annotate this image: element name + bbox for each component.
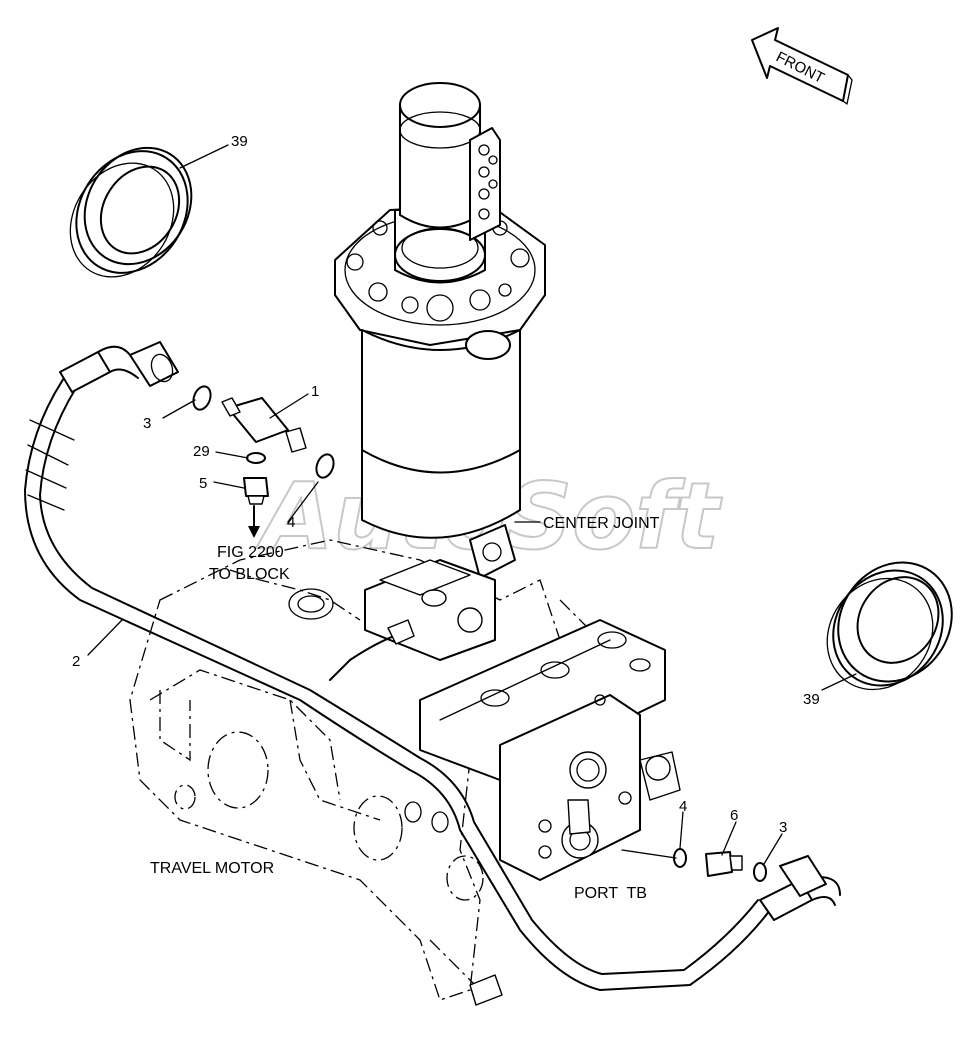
callout-39-top: 39 [231,133,248,150]
travel-motor-label: TRAVEL MOTOR [150,860,274,877]
hose-assembly [24,341,841,1006]
callout-3-right: 3 [779,819,787,836]
ring-seal-right [826,561,953,691]
callout-3-left: 3 [143,415,151,432]
fig-ref-arrow-head [248,526,260,538]
pilot-line [329,619,415,681]
o-ring-4-top [315,453,335,479]
center-joint-label: CENTER JOINT [543,515,660,532]
o-ring-29 [246,452,266,464]
ring-seal-top-left [69,146,193,278]
fitting-5 [243,477,269,505]
front-arrow: FRONT [751,27,853,105]
callout-4-top: 4 [287,514,295,531]
callout-6: 6 [730,807,738,824]
callout-4-bottom: 4 [679,798,687,815]
callout-29: 29 [193,443,210,460]
center-joint [334,82,546,579]
fig-ref-line1: FIG 2200 [217,544,284,561]
o-ring-3-right [753,862,767,882]
valve-block [364,559,681,881]
callout-1: 1 [311,383,319,400]
fig-ref-line2: TO BLOCK [209,566,290,583]
callout-5: 5 [199,475,207,492]
callout-2: 2 [72,653,80,670]
fitting-1 [221,397,307,453]
leader-lines [87,144,857,865]
callout-39-right: 39 [803,691,820,708]
o-ring-3-left [192,385,212,411]
fitting-6 [705,851,743,877]
port-tb-label: PORT TB [574,885,647,902]
